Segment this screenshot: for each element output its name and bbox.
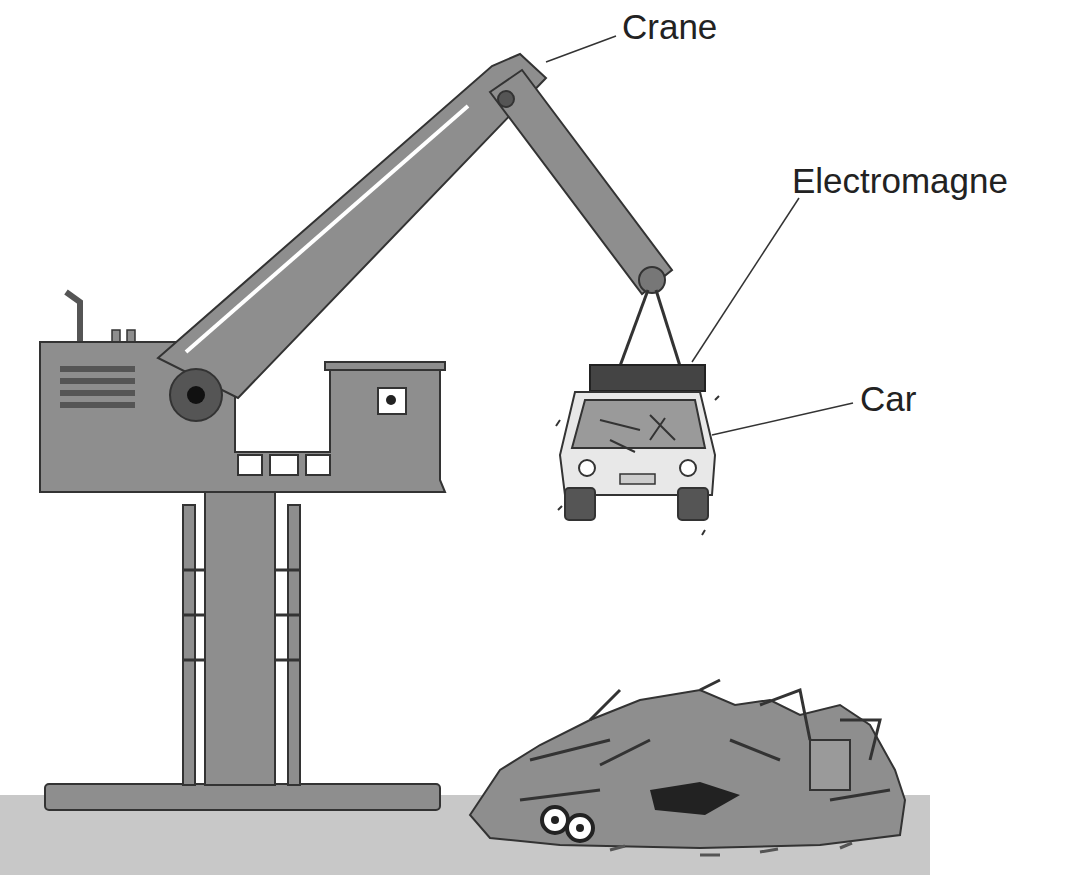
jib-arm <box>490 70 672 294</box>
ladder-rail <box>288 505 300 785</box>
electromagnet-label: Electromagne <box>792 162 1008 201</box>
pivot <box>187 386 205 404</box>
base-plate <box>45 784 440 810</box>
boom <box>158 54 546 398</box>
pivot <box>498 91 514 107</box>
cable <box>620 290 648 366</box>
electromagnet <box>590 365 705 391</box>
pivot <box>170 369 222 421</box>
car <box>556 392 719 535</box>
pivot <box>639 267 665 293</box>
cab-window <box>378 388 406 414</box>
exhaust-pipe <box>66 292 80 342</box>
leader-line <box>692 198 799 362</box>
ladder-rungs <box>183 570 300 660</box>
cable <box>656 290 680 366</box>
crane-label: Crane <box>622 8 717 47</box>
scrap-pile <box>470 680 905 855</box>
cab-roof <box>325 362 445 370</box>
vent <box>60 366 135 408</box>
car-label: Car <box>860 380 916 419</box>
leader-line <box>546 36 616 62</box>
ladder-rail <box>183 505 195 785</box>
windows <box>238 455 330 475</box>
operator <box>386 395 396 405</box>
boom-stripe <box>186 106 468 352</box>
column <box>205 485 275 785</box>
leader-line <box>712 403 853 435</box>
